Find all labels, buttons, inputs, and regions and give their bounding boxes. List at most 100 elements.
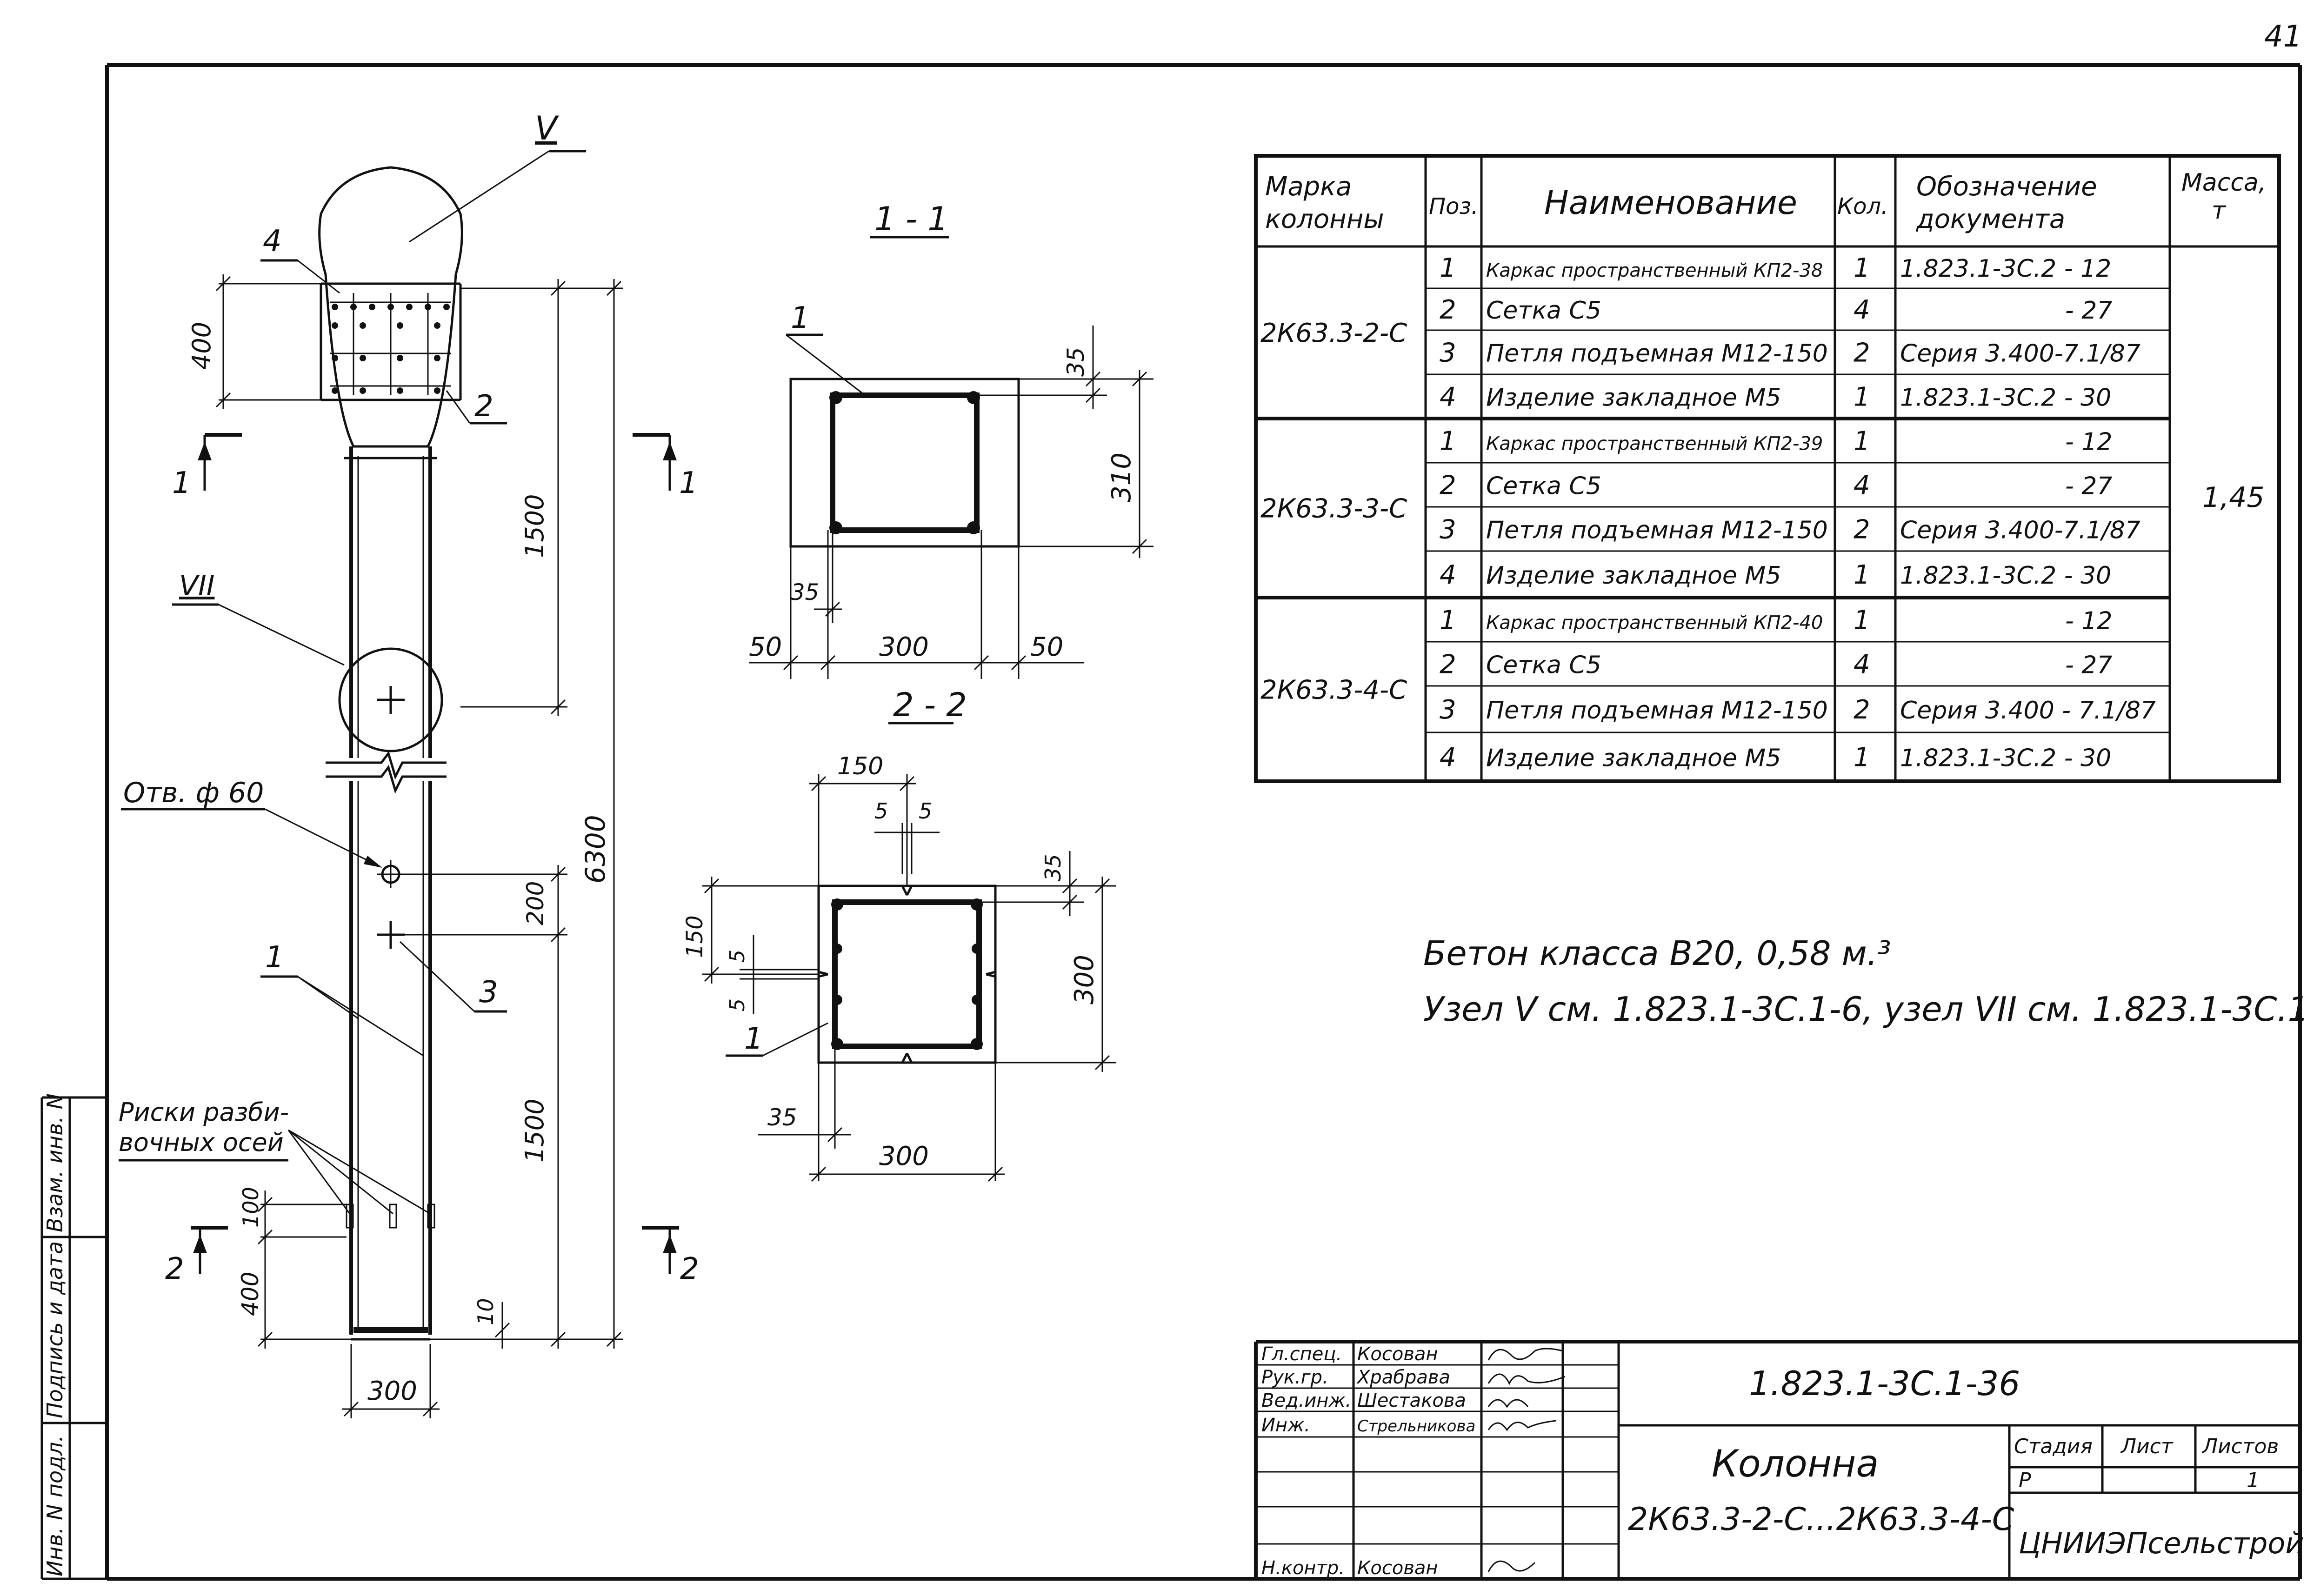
tb-stage: Р (2019, 1469, 2031, 1492)
spec-name: Изделие закладное М5 (1486, 384, 1781, 412)
th-doc-2: документа (1916, 204, 2065, 234)
node-vii-label: VII (179, 570, 214, 602)
dim-50-left: 50 (749, 632, 782, 662)
pos-3-label: 3 (479, 975, 498, 1010)
pos-4-label: 4 (263, 224, 282, 259)
title-block: Гл.спец. Рук.гр. Вед.инж. Инж. Н.контр. … (1254, 1340, 2304, 1579)
dim-35-right: 35 (1040, 854, 1066, 881)
spec-qty: 2 (1854, 338, 1870, 368)
tb-title-2: 2К63.3-2-С...2К63.3-4-С (1628, 1501, 2014, 1538)
hole-label: Отв. ф 60 (123, 777, 264, 809)
spec-qty: 1 (1854, 605, 1870, 636)
spec-name: Петля подъемная М12-150 (1486, 697, 1828, 725)
section-2-2-title: 2 - 2 (893, 686, 967, 724)
dim-300-right: 300 (1069, 955, 1100, 1004)
spec-doc: - 27 (2065, 297, 2112, 325)
dim-310: 310 (1107, 452, 1137, 502)
spec-qty: 2 (1854, 515, 1870, 545)
column-mark: 2К63.3-2-С (1260, 318, 1407, 348)
spec-doc: 1.823.1-3С.2 - 12 (1900, 255, 2111, 283)
dim-10: 10 (473, 1298, 498, 1325)
svg-text:Стрельникова: Стрельникова (1357, 1417, 1475, 1436)
th-mark-2: колонны (1265, 204, 1384, 234)
sheet-number: 41 (2264, 20, 2302, 54)
dim-5c: 5 (726, 950, 749, 963)
spec-qty: 2 (1854, 695, 1870, 725)
dim-35-left: 35 (791, 579, 819, 605)
tb-sheets: 1 (2247, 1469, 2260, 1492)
svg-text:Н.контр.: Н.контр. (1261, 1557, 1345, 1579)
dim-50-right: 50 (1030, 632, 1063, 662)
svg-text:Косован: Косован (1357, 1343, 1438, 1365)
dim-150-top: 150 (837, 752, 883, 780)
tb-roles: Гл.спец. Рук.гр. Вед.инж. Инж. Н.контр. (1261, 1343, 1351, 1579)
section-1-1-title: 1 - 1 (874, 200, 948, 238)
spec-name: Каркас пространственный КП2-40 (1486, 612, 1823, 634)
spec-pos: 1 (1440, 426, 1456, 457)
th-pos: Поз. (1429, 193, 1478, 219)
spec-name: Петля подъемная М12-150 (1486, 517, 1828, 545)
spec-qty: 4 (1854, 471, 1870, 501)
spec-pos: 3 (1440, 338, 1456, 368)
spec-pos: 1 (1440, 253, 1456, 283)
svg-text:Храбрава: Храбрава (1356, 1367, 1450, 1388)
node-vii-circle (338, 647, 443, 752)
tb-sheet-header: Лист (2120, 1435, 2174, 1458)
side-stamp: Инв. N подл. Подпись и дата Взам. инв. N (40, 1093, 107, 1580)
dim-5b: 5 (919, 798, 932, 824)
spec-doc: Серия 3.400 - 7.1/87 (1900, 697, 2156, 725)
signatures (1487, 1348, 1566, 1572)
spec-doc: 1.823.1-3С.2 - 30 (1900, 745, 2111, 772)
spec-qty: 1 (1854, 743, 1870, 773)
dim-300-bot: 300 (879, 1141, 929, 1171)
dim-150-left: 150 (682, 915, 708, 958)
th-mass-1: Масса, (2181, 169, 2266, 197)
svg-text:Шестакова: Шестакова (1357, 1390, 1466, 1411)
column-mark: 2К63.3-3-С (1260, 494, 1407, 524)
dim-5a: 5 (874, 798, 888, 824)
th-qty: Кол. (1837, 193, 1888, 219)
svg-text:Инж.: Инж. (1261, 1415, 1310, 1436)
node-v-label: V (535, 109, 559, 147)
spec-qty: 1 (1854, 253, 1870, 283)
dim-1500-bot: 1500 (520, 1099, 549, 1163)
spec-doc: 1.823.1-3С.2 - 30 (1900, 384, 2111, 412)
dim-400-top: 400 (187, 322, 216, 370)
note-concrete: Бетон класса В20, 0,58 м.³ (1423, 934, 1891, 973)
spec-name: Изделие закладное М5 (1486, 562, 1781, 590)
spec-pos: 4 (1440, 560, 1456, 590)
marks-label-line1: Риски разби- (119, 1097, 289, 1127)
th-doc-1: Обозначение (1916, 172, 2097, 202)
spec-pos: 3 (1440, 515, 1456, 545)
spec-qty: 1 (1854, 382, 1870, 412)
column-mark: 2К63.3-4-С (1260, 675, 1407, 705)
stamp-inv-label: Инв. N подл. (42, 1435, 67, 1576)
th-mass-2: т (2212, 197, 2227, 225)
s11-pos-1: 1 (791, 301, 810, 335)
tb-stage-header: Стадия (2014, 1435, 2093, 1458)
section-2-right-label: 2 (680, 1252, 699, 1286)
dim-35-bot: 35 (767, 1104, 797, 1131)
marks-label-line2: вочных осей (119, 1128, 284, 1157)
pos-1-label: 1 (265, 940, 284, 975)
stamp-sign-label: Подпись и дата (42, 1241, 67, 1418)
tb-title-1: Колонна (1712, 1442, 1879, 1485)
spec-name: Петля подъемная М12-150 (1486, 340, 1828, 368)
spec-pos: 2 (1440, 471, 1456, 501)
dim-1500-top: 1500 (520, 494, 549, 558)
node-v-rebar-dots (330, 293, 451, 395)
spec-doc: - 12 (2065, 428, 2112, 456)
spec-pos: 2 (1440, 650, 1456, 680)
spec-pos: 4 (1440, 382, 1456, 412)
dim-6300: 6300 (580, 815, 611, 884)
spec-name: Каркас пространственный КП2-39 (1486, 433, 1823, 455)
pos-2-label: 2 (474, 389, 493, 424)
dim-5d: 5 (726, 998, 749, 1011)
stamp-replace-label: Взам. инв. N (42, 1093, 67, 1232)
dim-300-s11: 300 (879, 632, 929, 662)
th-name: Наименование (1544, 184, 1797, 222)
note-nodes: Узел V см. 1.823.1-3С.1-6, узел VII см. … (1423, 990, 2307, 1029)
tb-names: Косован Храбрава Шестакова Стрельникова … (1356, 1343, 1475, 1579)
spec-qty: 1 (1854, 426, 1870, 457)
